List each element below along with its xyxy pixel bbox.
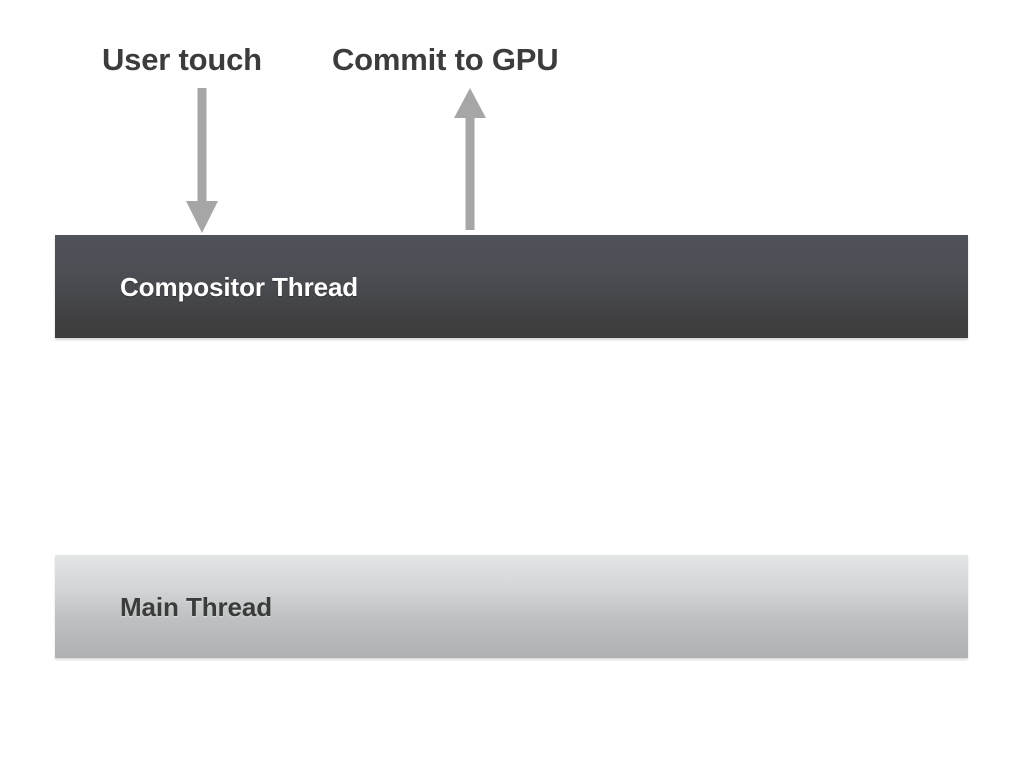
lane-compositor-thread: Compositor Thread bbox=[55, 235, 968, 338]
arrow-up-icon bbox=[452, 86, 488, 231]
annotation-label-user-touch: User touch bbox=[102, 42, 262, 77]
annotation-label-commit-to-gpu: Commit to GPU bbox=[332, 42, 559, 77]
lane-main-thread: Main Thread bbox=[55, 555, 968, 658]
arrow-down-icon bbox=[184, 88, 220, 234]
lane-label-main-thread: Main Thread bbox=[120, 591, 273, 622]
lane-label-compositor-thread: Compositor Thread bbox=[120, 271, 359, 302]
